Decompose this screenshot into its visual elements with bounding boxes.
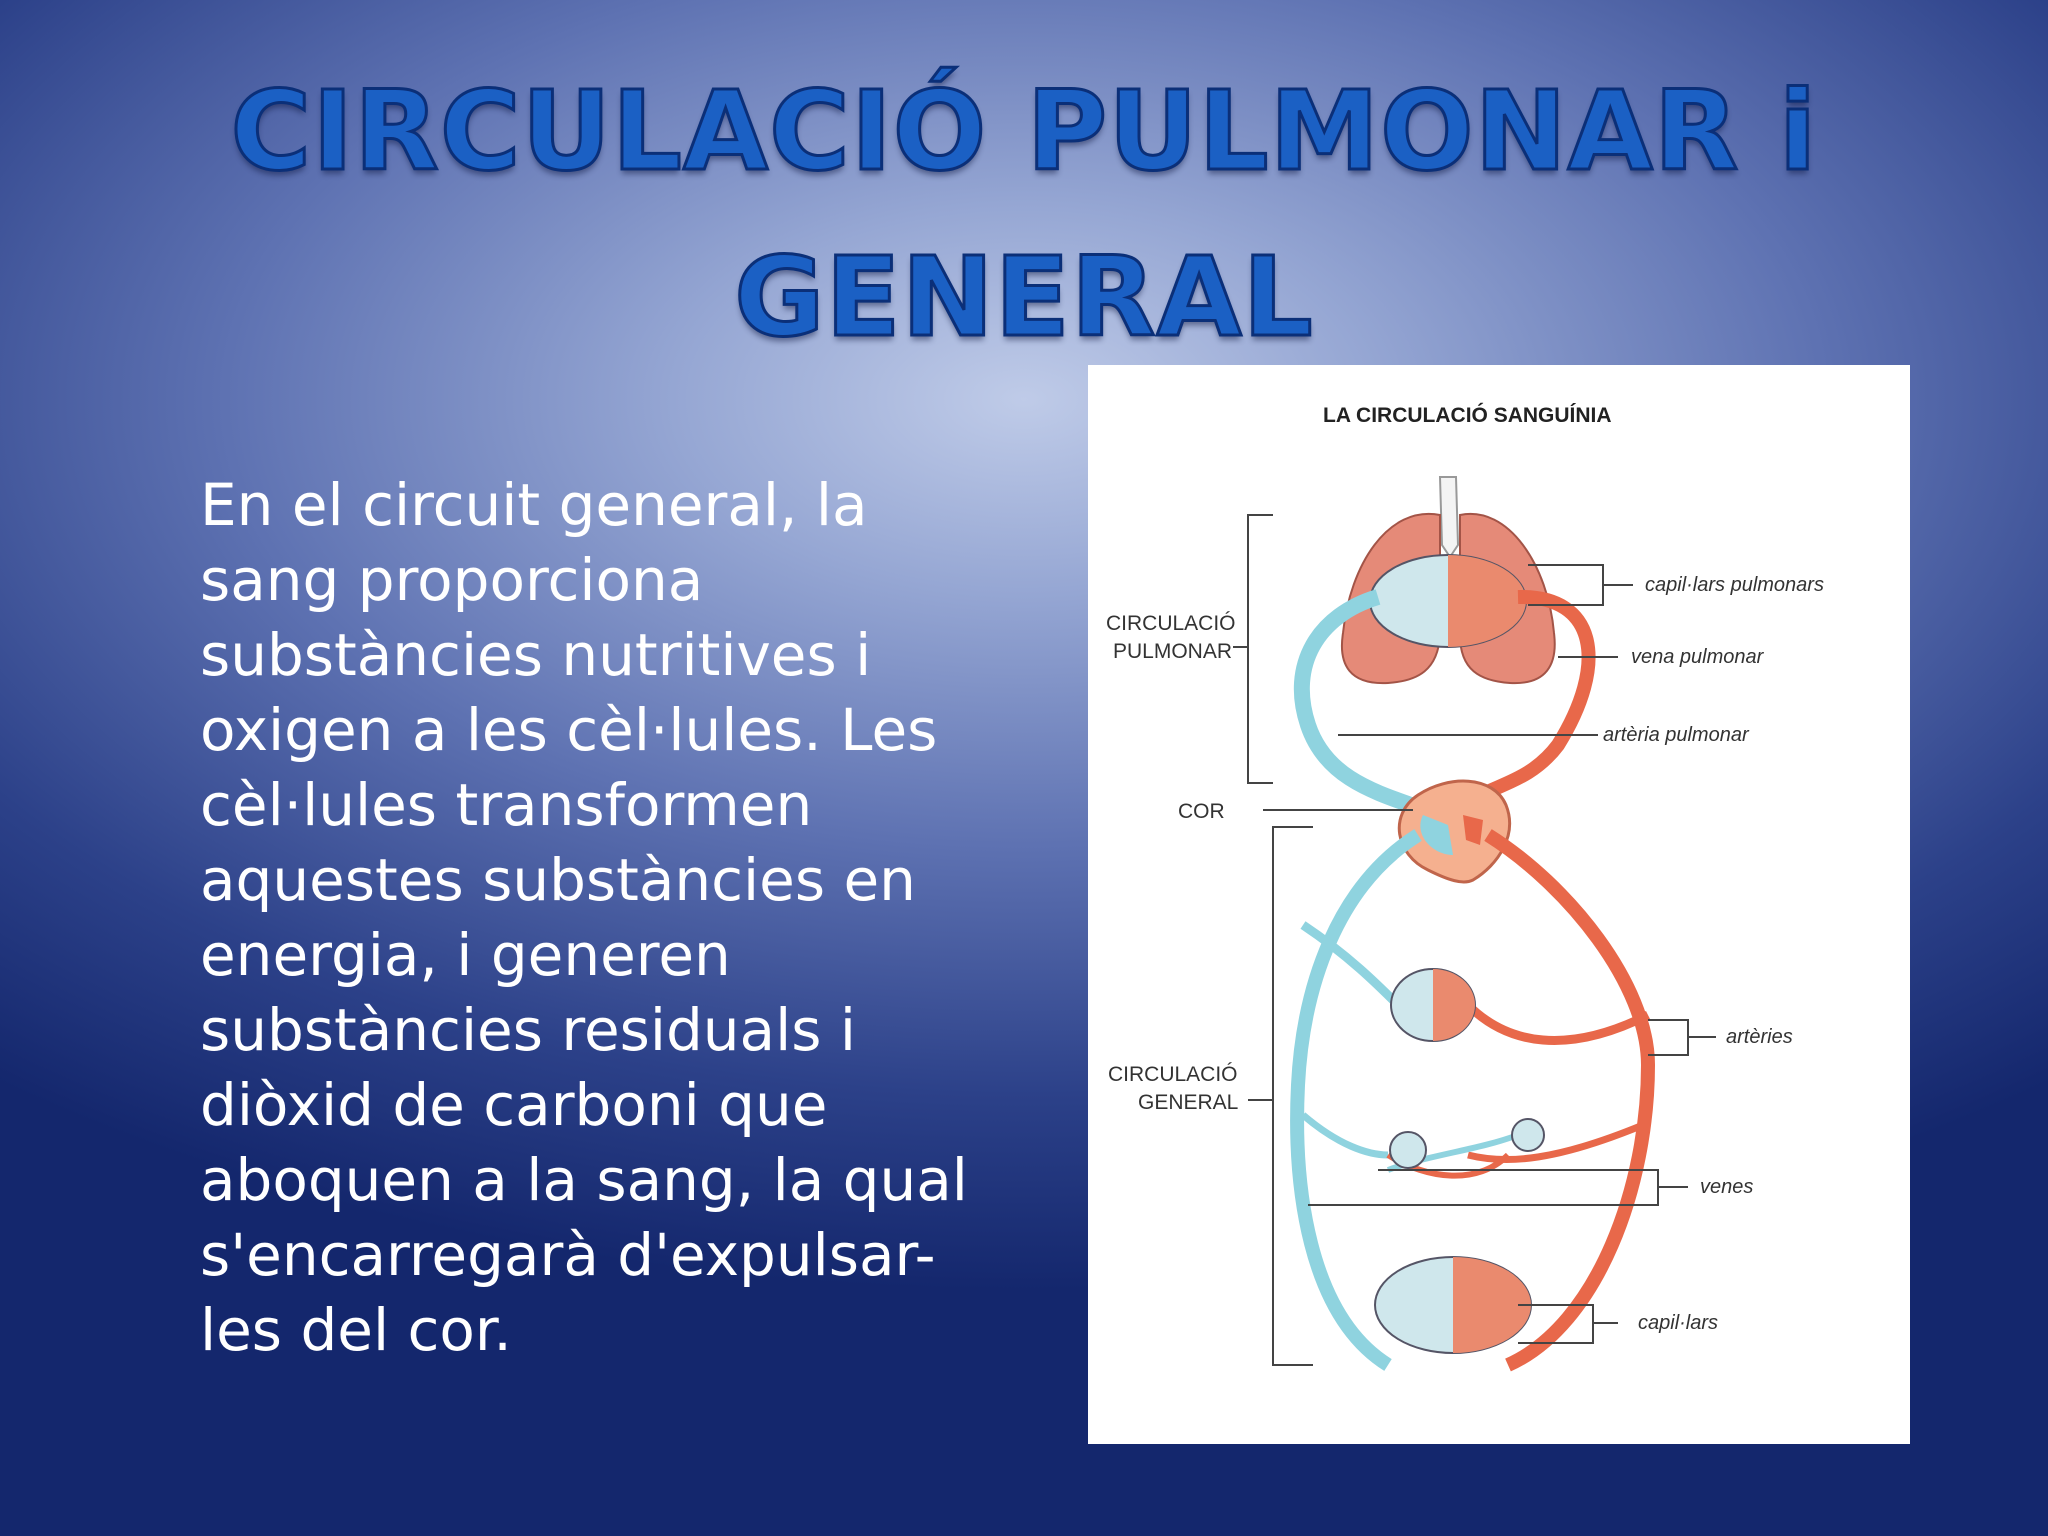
- slide-title: CIRCULACIÓ PULMONAR i GENERAL: [0, 48, 2048, 380]
- bracket-general: [1272, 826, 1313, 1366]
- circulation-diagram: LA CIRCULACIÓ SANGUÍNIA: [1088, 365, 1910, 1444]
- capillaries-oxygenated: [1453, 1257, 1531, 1353]
- body-paragraph: En el circuit general, la sang proporcio…: [200, 471, 968, 1364]
- label-arteries: artèries: [1726, 1026, 1793, 1048]
- organ-bed-1-artery: [1464, 1001, 1651, 1045]
- label-circulacio-pulmonar-1: CIRCULACIÓ: [1106, 612, 1236, 635]
- label-vena-pulmonar: vena pulmonar: [1631, 646, 1765, 668]
- organ-bed-2-artery: [1467, 1121, 1645, 1164]
- heart-right-side: [1420, 815, 1453, 855]
- pulmonary-artery-vessel: [1293, 589, 1441, 823]
- organ-bed-2b-shape: [1511, 1118, 1545, 1152]
- slide-title-line-1: CIRCULACIÓ PULMONAR i: [229, 66, 1818, 197]
- pulmonary-capillaries-oxygenated: [1448, 555, 1526, 647]
- label-circulacio-general-1: CIRCULACIÓ: [1108, 1063, 1238, 1086]
- label-cor: COR: [1178, 800, 1225, 823]
- label-capillars: capil·lars: [1638, 1312, 1718, 1334]
- bracket-venes: [1308, 1169, 1659, 1206]
- slide-title-line-2: GENERAL: [733, 232, 1315, 363]
- organ-bed-2-vein: [1300, 1112, 1389, 1159]
- bracket-pulmonar: [1247, 514, 1273, 784]
- label-circulacio-general-2: GENERAL: [1138, 1091, 1238, 1114]
- trachea-shape: [1438, 476, 1460, 559]
- heart-left-side: [1463, 815, 1483, 845]
- organ-bed-1-oxygenated: [1433, 969, 1475, 1041]
- diagram-title: LA CIRCULACIÓ SANGUÍNIA: [1323, 403, 1612, 427]
- label-circulacio-pulmonar-2: PULMONAR: [1113, 640, 1232, 663]
- organ-bed-2a-shape: [1389, 1131, 1427, 1169]
- systemic-vein-vessel: [1290, 829, 1422, 1371]
- label-capillars-pulmonars: capil·lars pulmonars: [1645, 574, 1824, 596]
- label-venes: venes: [1700, 1176, 1753, 1198]
- pulmonary-vein-vessel: [1461, 589, 1596, 811]
- label-arteria-pulmonar: artèria pulmonar: [1603, 724, 1750, 746]
